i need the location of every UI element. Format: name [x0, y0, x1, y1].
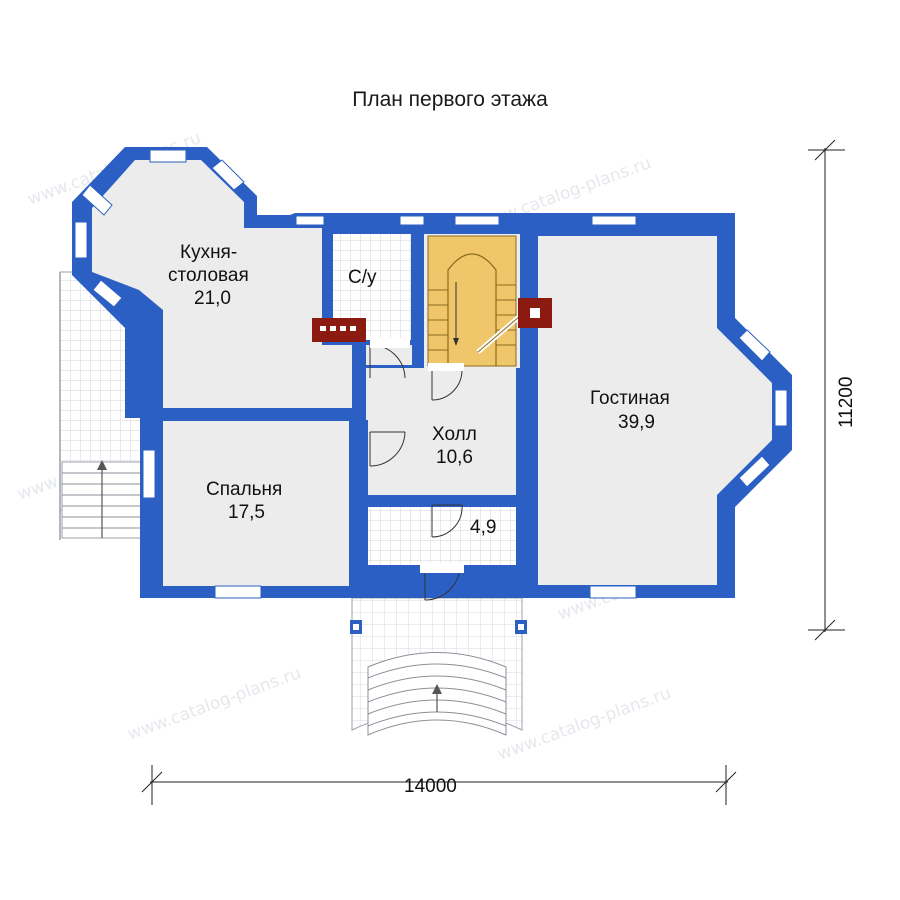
kitchen-stove	[312, 318, 366, 342]
living-fireplace	[518, 298, 552, 328]
stair-door-opening	[428, 363, 464, 371]
door	[369, 431, 406, 467]
room-label-bedroom: Спальня	[206, 479, 282, 500]
floor-hall	[366, 368, 518, 495]
window	[92, 279, 123, 308]
floor-vestibule-tile	[368, 507, 516, 565]
dimension-lines	[141, 139, 845, 805]
room-label-kitchen-2: столовая	[168, 265, 249, 286]
floor-living	[538, 236, 772, 585]
room-area-vestibule: 4,9	[470, 517, 496, 538]
window	[738, 329, 771, 362]
room-label-hall: Холл	[432, 424, 477, 445]
door	[431, 504, 463, 538]
entrance-porch	[350, 597, 527, 736]
dimension-width: 14000	[404, 776, 457, 797]
room-area-living: 39,9	[618, 412, 655, 433]
window	[214, 585, 262, 599]
kitchen-door-opening	[370, 338, 410, 348]
inner-walls	[163, 228, 538, 588]
window	[211, 159, 245, 191]
floor-kitchen	[92, 160, 412, 408]
window	[149, 149, 187, 163]
room-area-hall: 10,6	[436, 447, 473, 468]
room-label-kitchen-1: Кухня-	[180, 242, 237, 263]
window	[295, 215, 325, 226]
room-area-bedroom: 17,5	[228, 502, 265, 523]
window	[454, 215, 500, 226]
window	[591, 215, 637, 226]
window	[589, 585, 637, 599]
watermark-7: www.catalog-plans.ru	[125, 663, 304, 744]
window	[774, 389, 788, 427]
room-area-kitchen: 21,0	[194, 288, 231, 309]
dimension-depth: 11200	[836, 377, 857, 428]
window	[738, 455, 771, 488]
window	[399, 215, 425, 226]
window	[74, 221, 88, 259]
window	[81, 184, 113, 216]
entry-door-opening	[420, 563, 464, 573]
staircase	[427, 235, 522, 367]
windows	[74, 149, 788, 599]
floor-bedroom	[163, 421, 349, 586]
plan-title: План первого этажа	[352, 88, 548, 111]
room-label-bath: С/у	[348, 267, 377, 288]
window	[142, 449, 156, 499]
room-label-living: Гостиная	[590, 388, 670, 409]
